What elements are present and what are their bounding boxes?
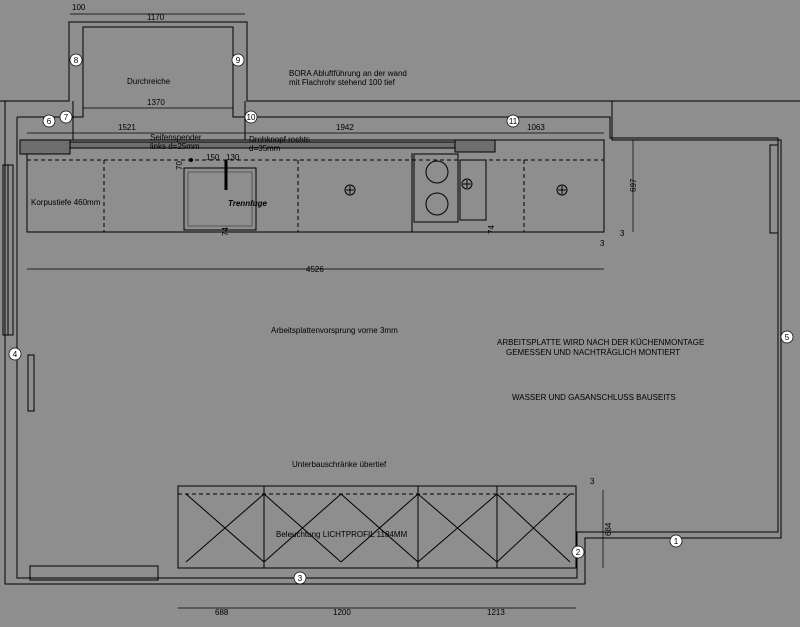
marker-4: 4	[13, 350, 18, 359]
dim-bottom-run-2: 1200	[333, 608, 351, 617]
marker-6: 6	[47, 117, 52, 126]
dim-bottom-run-3: 1213	[487, 608, 505, 617]
label-vorsprung: Arbeitsplattenvorsprung vorne 3mm	[271, 326, 398, 335]
burner-knob-icon	[556, 184, 568, 196]
dim-sink-offset-c: 70	[175, 161, 184, 170]
marker-2: 2	[576, 548, 581, 557]
dim-top-opening-offset: 100	[72, 3, 86, 12]
dim-sink-offset-b: 130	[226, 153, 240, 162]
dimension-lines	[27, 13, 634, 609]
dim-right-gap-b: 3	[620, 229, 625, 238]
marker-11: 11	[509, 117, 518, 126]
burner-knob-icon	[344, 184, 356, 196]
label-seifenspender-line2: links d=25mm	[150, 142, 200, 151]
dim-overall-length: 4526	[306, 265, 324, 274]
marker-9: 9	[236, 56, 241, 65]
markers	[8, 53, 794, 585]
outer-walls	[0, 21, 800, 585]
burner-knob-icon	[461, 178, 473, 190]
dim-run-3: 1063	[527, 123, 545, 132]
dim-island-gap: 3	[590, 477, 595, 486]
dim-island-depth: 684	[604, 522, 613, 536]
island-cabinets	[29, 485, 577, 581]
label-unterbau: Unterbauschränke übertief	[292, 460, 387, 469]
label-bora-line2: mit Flachrohr stehend 100 tief	[289, 78, 396, 87]
label-wasser: WASSER UND GASANSCHLUSS BAUSEITS	[512, 393, 676, 402]
dim-cabinet-depth-a: 74	[221, 227, 230, 236]
dim-run-2: 1942	[336, 123, 354, 132]
label-seifenspender-line1: Seifenspender	[150, 133, 202, 142]
marker-1: 1	[674, 537, 679, 546]
label-drehknopf-line2: d=35mm	[249, 144, 281, 153]
marker-10: 10	[247, 113, 256, 122]
label-arbeitsplatte-line2: GEMESSEN UND NACHTRÄGLICH MONTIERT	[506, 348, 680, 357]
dim-right-gap-a: 3	[600, 239, 605, 248]
marker-5: 5	[785, 333, 790, 342]
label-korpustiefe: Korpustiefe 460mm	[31, 198, 101, 207]
dim-sink-offset-a: 150	[206, 153, 220, 162]
dim-run-1: 1521	[118, 123, 136, 132]
label-bora-line1: BORA Abluftführung an der wand	[289, 69, 407, 78]
marker-7: 7	[64, 113, 69, 122]
label-trennfuge: Trennfuge	[228, 199, 268, 208]
dim-top-opening-width: 1170	[147, 13, 165, 22]
label-durchreiche: Durchreiche	[127, 77, 171, 86]
dim-bottom-run-1: 688	[215, 608, 229, 617]
label-beleuchtung: Beleuchtung LICHTPROFIL 1184MM	[276, 530, 408, 539]
dim-cabinet-depth-b: 74	[487, 225, 496, 234]
label-arbeitsplatte-line1: ARBEITSPLATTE WIRD NACH DER KÜCHENMONTAG…	[497, 338, 704, 347]
marker-3: 3	[298, 574, 303, 583]
dim-right-depth: 697	[629, 178, 638, 192]
dim-opening-inner-width: 1370	[147, 98, 165, 107]
marker-8: 8	[74, 56, 79, 65]
label-drehknopf-line1: Drehknopf rechts	[249, 135, 310, 144]
left-wall-element	[2, 144, 779, 412]
counter-run	[19, 139, 605, 233]
